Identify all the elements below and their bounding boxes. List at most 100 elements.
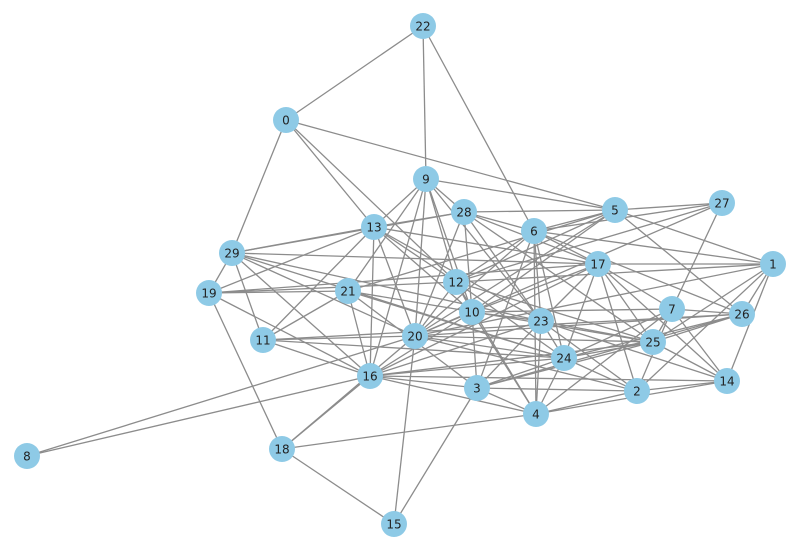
edge-16-8 — [26, 375, 371, 457]
node-5: 5 — [602, 197, 628, 223]
node-label: 5 — [611, 204, 619, 218]
node-16: 16 — [357, 363, 383, 389]
node-circle — [402, 323, 428, 349]
node-circle — [709, 190, 735, 216]
edge-20-24 — [414, 335, 565, 359]
edge-17-19 — [208, 263, 599, 294]
edge-17-10 — [471, 263, 599, 313]
node-label: 0 — [282, 114, 290, 128]
edge-5-21 — [347, 209, 616, 292]
node-7: 7 — [659, 296, 685, 322]
edge-20-8 — [26, 335, 416, 457]
edge-0-13 — [285, 119, 375, 228]
node-circle — [451, 199, 477, 225]
node-15: 15 — [381, 511, 407, 537]
node-25: 25 — [640, 329, 666, 355]
edge-19-21 — [208, 290, 349, 294]
edge-6-24 — [533, 230, 565, 359]
node-label: 7 — [668, 303, 676, 317]
node-1: 1 — [760, 251, 786, 277]
node-label: 24 — [556, 352, 571, 366]
node-circle — [250, 327, 276, 353]
edge-2-14 — [636, 380, 728, 392]
node-22: 22 — [410, 13, 436, 39]
edge-18-15 — [281, 448, 395, 525]
node-28: 28 — [451, 199, 477, 225]
edge-4-2 — [535, 390, 638, 415]
node-label: 27 — [714, 197, 729, 211]
node-label: 15 — [386, 518, 401, 532]
edge-1-25 — [652, 263, 774, 343]
edge-12-24 — [455, 281, 565, 359]
node-17: 17 — [585, 251, 611, 277]
edge-25-16 — [369, 341, 654, 377]
edge-13-29 — [231, 226, 375, 254]
node-circle — [659, 296, 685, 322]
edge-20-2 — [414, 335, 638, 392]
edge-16-14 — [369, 375, 728, 382]
edge-17-2 — [597, 263, 638, 392]
node-label: 29 — [224, 247, 239, 261]
edge-20-25 — [414, 335, 654, 343]
node-18: 18 — [269, 436, 295, 462]
edge-21-24 — [347, 290, 565, 359]
node-label: 11 — [255, 334, 270, 348]
edge-9-5 — [425, 178, 616, 211]
edge-25-24 — [563, 341, 654, 359]
node-circle — [585, 251, 611, 277]
edge-20-15 — [393, 335, 416, 525]
edge-9-16 — [369, 178, 427, 377]
node-circle — [729, 301, 755, 327]
edge-23-4 — [535, 320, 542, 415]
edge-13-19 — [208, 226, 375, 294]
edge-19-16 — [208, 292, 371, 377]
edge-16-18 — [281, 375, 371, 450]
edge-28-5 — [463, 209, 616, 213]
node-label: 3 — [473, 382, 481, 396]
edge-3-15 — [393, 387, 478, 525]
edge-20-11 — [262, 335, 416, 341]
node-label: 2 — [633, 385, 641, 399]
edge-25-14 — [652, 341, 728, 382]
node-4: 4 — [523, 401, 549, 427]
node-27: 27 — [709, 190, 735, 216]
edge-13-17 — [373, 226, 599, 265]
edge-6-1 — [533, 230, 774, 265]
edge-21-16 — [347, 290, 371, 377]
node-circle — [443, 269, 469, 295]
edge-0-29 — [231, 119, 287, 254]
node-0: 0 — [273, 107, 299, 133]
node-circle — [640, 329, 666, 355]
node-21: 21 — [335, 278, 361, 304]
edge-5-26 — [614, 209, 743, 315]
node-label: 6 — [530, 225, 538, 239]
node-13: 13 — [361, 214, 387, 240]
edge-1-12 — [455, 263, 774, 283]
node-23: 23 — [528, 308, 554, 334]
node-label: 8 — [23, 450, 31, 464]
node-label: 19 — [201, 287, 216, 301]
edge-28-23 — [463, 211, 542, 322]
node-circle — [464, 375, 490, 401]
node-label: 12 — [448, 276, 463, 290]
edge-3-2 — [476, 387, 638, 392]
edge-13-20 — [373, 226, 416, 337]
node-label: 26 — [734, 308, 749, 322]
node-circle — [410, 13, 436, 39]
edge-24-16 — [369, 357, 565, 377]
edge-29-11 — [231, 252, 264, 341]
edge-5-27 — [614, 202, 723, 211]
edge-6-23 — [533, 230, 542, 322]
node-circle — [523, 401, 549, 427]
node-label: 28 — [456, 206, 471, 220]
node-10: 10 — [459, 299, 485, 325]
node-label: 18 — [274, 443, 289, 457]
edge-22-0 — [285, 25, 424, 121]
edge-11-24 — [262, 339, 565, 359]
node-circle — [624, 378, 650, 404]
node-circle — [269, 436, 295, 462]
node-label: 13 — [366, 221, 381, 235]
edge-13-10 — [373, 226, 473, 313]
node-12: 12 — [443, 269, 469, 295]
edge-17-25 — [597, 263, 654, 343]
